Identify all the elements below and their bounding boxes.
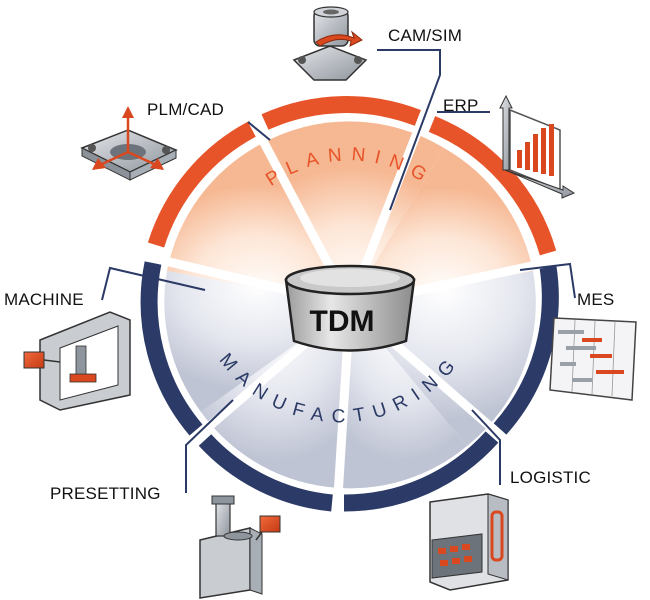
cam-sim-icon [292, 6, 368, 81]
logistic-label: LOGISTIC [510, 468, 591, 487]
cam-sim-label: CAM/SIM [388, 26, 463, 45]
planning-area [167, 121, 533, 305]
machine-label: MACHINE [4, 290, 84, 309]
plm-cad-label: PLM/CAD [147, 100, 224, 119]
erp-label: ERP [443, 96, 479, 115]
plm-cad-icon [80, 106, 178, 181]
planning-ring [147, 96, 557, 256]
mes-label: MES [577, 290, 615, 309]
mes-gantt-icon [549, 317, 637, 401]
tdm-database-icon [284, 264, 416, 352]
manufacturing-ring [140, 261, 559, 512]
presetting-machine-icon [199, 495, 281, 599]
erp-chart-icon [499, 94, 576, 199]
leader-lines [101, 49, 576, 493]
machine-icon [23, 311, 131, 411]
logistic-cabinet-icon [429, 493, 509, 591]
tdm-label: TDM [310, 305, 375, 338]
presetting-label: PRESETTING [50, 484, 161, 503]
